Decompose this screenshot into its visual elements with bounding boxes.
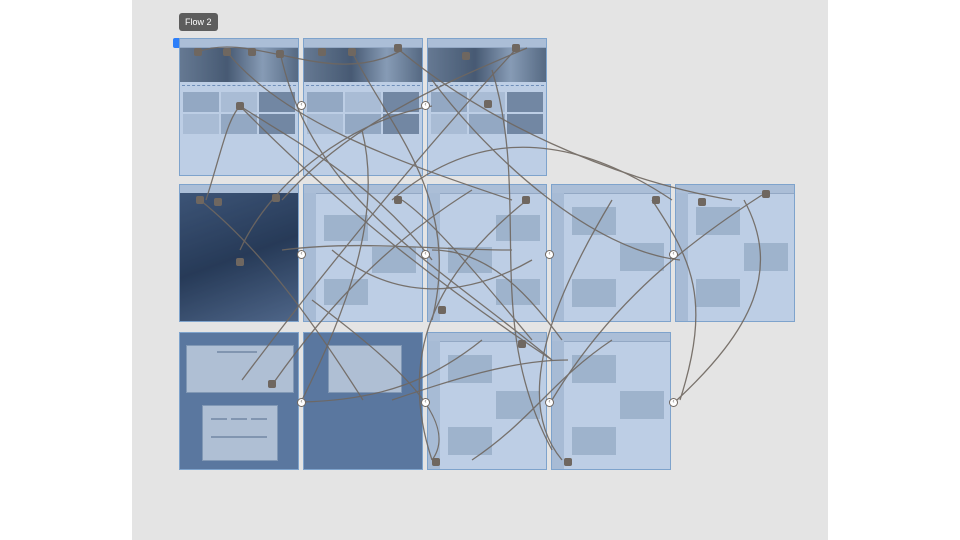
listing-photo: [696, 207, 740, 235]
frame-listing-1[interactable]: [303, 184, 423, 322]
frame-topbar: [552, 185, 670, 194]
listing-photo: [324, 279, 368, 305]
frame-confirmation[interactable]: [303, 332, 423, 470]
tile-grid: [180, 89, 298, 137]
frame-topbar: [304, 39, 422, 48]
tile-grid: [304, 89, 422, 137]
frame-listing-2[interactable]: [427, 184, 547, 322]
frame-sidebar: [304, 193, 316, 321]
hotspot-node[interactable]: [518, 340, 526, 348]
listing-photo: [372, 247, 416, 273]
frame-sidebar: [552, 193, 564, 321]
connector-arrow-icon[interactable]: ‹: [545, 250, 554, 259]
hotspot-node[interactable]: [236, 102, 244, 110]
connector-arrow-icon[interactable]: ‹: [669, 398, 678, 407]
listing-photo: [496, 215, 540, 241]
flow-label[interactable]: Flow 2: [179, 13, 218, 31]
hotspot-node[interactable]: [762, 190, 770, 198]
hotspot-node[interactable]: [462, 52, 470, 60]
confirmation-modal: [328, 345, 402, 393]
listing-photo: [620, 243, 664, 271]
tile-grid: [428, 89, 546, 137]
hotspot-node[interactable]: [268, 380, 276, 388]
frame-sidebar: [428, 193, 440, 321]
hotspot-node[interactable]: [512, 44, 520, 52]
connector-arrow-icon[interactable]: ‹: [297, 101, 306, 110]
listing-photo: [572, 355, 616, 383]
room-photo: [180, 193, 298, 321]
hotspot-node[interactable]: [432, 458, 440, 466]
connector-arrow-icon[interactable]: ‹: [421, 250, 430, 259]
listing-photo: [572, 279, 616, 307]
frame-topbar: [428, 39, 546, 48]
hotspot-node[interactable]: [438, 306, 446, 314]
hotspot-node[interactable]: [223, 48, 231, 56]
hotspot-node[interactable]: [248, 48, 256, 56]
connector-arrow-icon[interactable]: ‹: [421, 398, 430, 407]
listing-photo: [448, 247, 492, 273]
frame-listing-5[interactable]: [427, 332, 547, 470]
hotspot-node[interactable]: [194, 48, 202, 56]
hotspot-node[interactable]: [276, 50, 284, 58]
booking-modal: [186, 345, 294, 393]
listing-photo: [696, 279, 740, 307]
prototype-canvas[interactable]: Flow 2: [132, 0, 828, 540]
booking-form: [202, 405, 278, 461]
flow-start-marker[interactable]: [173, 38, 179, 48]
hotspot-node[interactable]: [196, 196, 204, 204]
connector-arrow-icon[interactable]: ‹: [421, 101, 430, 110]
hero-image: [428, 48, 546, 82]
hotspot-node[interactable]: [318, 48, 326, 56]
frame-topbar: [552, 333, 670, 342]
hotspot-node[interactable]: [564, 458, 572, 466]
frame-topbar: [304, 185, 422, 194]
frame-topbar: [428, 333, 546, 342]
hotspot-node[interactable]: [394, 196, 402, 204]
frame-booking-overlay[interactable]: [179, 332, 299, 470]
hotspot-node[interactable]: [394, 44, 402, 52]
frame-topbar: [428, 185, 546, 194]
divider: [182, 85, 296, 86]
hotspot-node[interactable]: [236, 258, 244, 266]
listing-photo: [572, 207, 616, 235]
connector-arrow-icon[interactable]: ‹: [297, 250, 306, 259]
listing-photo: [620, 391, 664, 419]
listing-photo: [496, 279, 540, 305]
hotspot-node[interactable]: [272, 194, 280, 202]
listing-photo: [744, 243, 788, 271]
connector-arrow-icon[interactable]: ‹: [545, 398, 554, 407]
connector-arrow-icon[interactable]: ‹: [297, 398, 306, 407]
hotspot-node[interactable]: [652, 196, 660, 204]
listing-photo: [572, 427, 616, 455]
frame-topbar: [676, 185, 794, 194]
hotspot-node[interactable]: [698, 198, 706, 206]
hotspot-node[interactable]: [214, 198, 222, 206]
frame-sidebar: [552, 341, 564, 469]
hotspot-node[interactable]: [484, 100, 492, 108]
listing-photo: [324, 215, 368, 241]
frame-sidebar: [428, 341, 440, 469]
frame-home-2[interactable]: [303, 38, 423, 176]
frame-room-view[interactable]: [179, 184, 299, 322]
listing-photo: [448, 427, 492, 455]
divider: [430, 85, 544, 86]
frame-sidebar: [676, 193, 688, 321]
listing-photo: [496, 391, 540, 419]
listing-photo: [448, 355, 492, 383]
frame-listing-6[interactable]: [551, 332, 671, 470]
connector-arrow-icon[interactable]: ‹: [669, 250, 678, 259]
hotspot-node[interactable]: [348, 48, 356, 56]
hotspot-node[interactable]: [522, 196, 530, 204]
divider: [306, 85, 420, 86]
frame-listing-4[interactable]: [675, 184, 795, 322]
frame-listing-3[interactable]: [551, 184, 671, 322]
frame-topbar: [180, 39, 298, 48]
